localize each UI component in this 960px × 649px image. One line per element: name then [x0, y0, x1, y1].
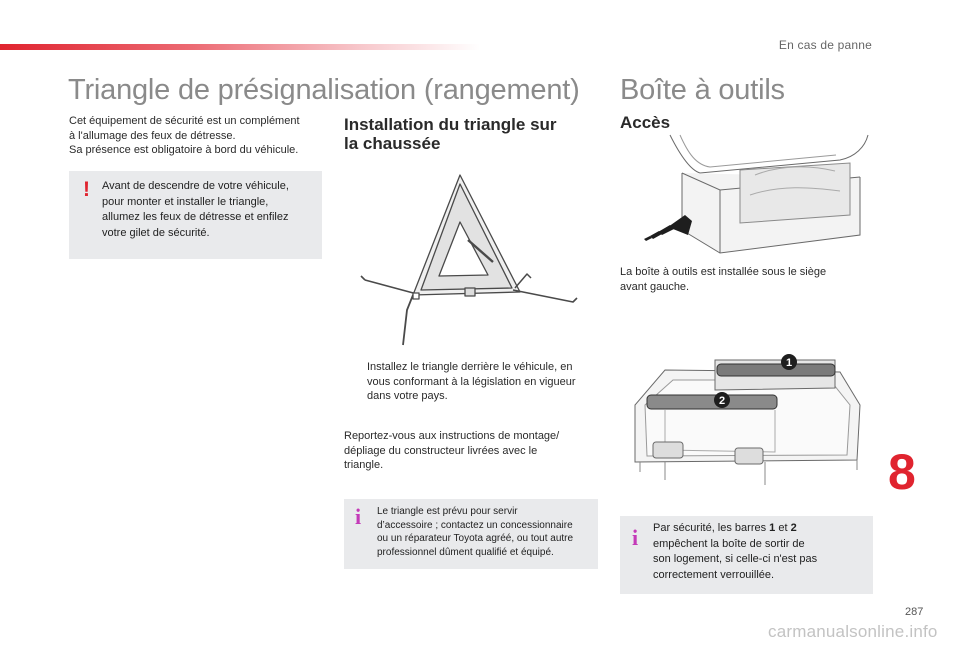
info-line: Par sécurité, les barres 1 et 2 [653, 522, 797, 534]
toolbox-description: La boîte à outils est installée sous le … [620, 265, 826, 294]
intro-line: à l'allumage des feux de détresse. [69, 129, 236, 142]
heading-line: la chaussée [344, 134, 441, 153]
chapter-number: 8 [888, 444, 916, 500]
toolbox-title: Boîte à outils [620, 74, 785, 106]
info-line: empêchent la boîte de sortir de [653, 537, 805, 550]
info-line: ou un réparateur Toyota agréé, ou tout a… [377, 533, 574, 544]
intro-text: Cet équipement de sécurité est un complé… [69, 114, 300, 158]
note-line: Reportez-vous aux instructions de montag… [344, 430, 560, 442]
svg-text:1: 1 [786, 357, 792, 369]
info-box-toolbox: i Par sécurité, les barres 1 et 2 empêch… [620, 516, 873, 594]
instructions-note: Reportez-vous aux instructions de montag… [344, 429, 559, 473]
info-icon: i [355, 504, 362, 529]
intro-line: Cet équipement de sécurité est un complé… [69, 115, 300, 127]
watermark: carmanualsonline.info [768, 622, 938, 641]
seat-base-illustration: 1 2 [634, 354, 861, 485]
info-icon: i [632, 525, 639, 550]
intro-line: Sa présence est obligatoire à bord du vé… [69, 144, 299, 156]
desc-line: avant gauche. [620, 280, 690, 293]
callout-2: 2 [714, 392, 730, 408]
callout-1: 1 [781, 354, 797, 370]
info-line: professionnel dûment qualifié et équipé. [377, 546, 554, 558]
step-line: Installez le triangle derrière le véhicu… [367, 361, 573, 373]
warning-box: ! Avant de descendre de votre véhicule, … [69, 171, 322, 259]
desc-line: La boîte à outils est installée sous le … [620, 266, 827, 278]
warning-line: allumez les feux de détresse et enfilez [102, 211, 289, 223]
svg-text:2: 2 [719, 395, 725, 407]
info-line: Le triangle est prévu pour servir [377, 506, 518, 517]
triangle-installation-heading: Installation du triangle sur la chaussée [344, 115, 557, 153]
header-accent-bar [0, 44, 480, 50]
seat-toolbox-illustration [644, 134, 869, 254]
section-title: En cas de panne [778, 38, 872, 52]
step-text: Installez le triangle derrière le véhicu… [367, 360, 576, 404]
access-heading: Accès [620, 113, 671, 132]
heading-line: Installation du triangle sur [344, 115, 557, 134]
warning-line: pour monter et installer le triangle, [102, 195, 269, 208]
warning-triangle-illustration [360, 174, 578, 346]
info-line: d’accessoire ; contactez un concessionna… [377, 519, 573, 531]
warning-line: votre gilet de sécurité. [102, 226, 210, 239]
note-line: triangle. [344, 459, 384, 471]
info-line: son logement, si celle-ci n'est pas [653, 553, 818, 565]
note-line: dépliage du constructeur livrées avec le [344, 444, 538, 457]
info-box-triangle: i Le triangle est prévu pour servir d’ac… [344, 499, 598, 569]
exclamation-warning-icon: ! [83, 178, 90, 201]
info-line: correctement verrouillée. [653, 568, 775, 581]
page-title: Triangle de présignalisation (rangement) [68, 74, 580, 106]
step-line: vous conformant à la législation en vigu… [367, 375, 576, 388]
page-number: 287 [905, 606, 924, 618]
step-line: dans votre pays. [367, 390, 448, 402]
warning-line: Avant de descendre de votre véhicule, [102, 180, 289, 192]
